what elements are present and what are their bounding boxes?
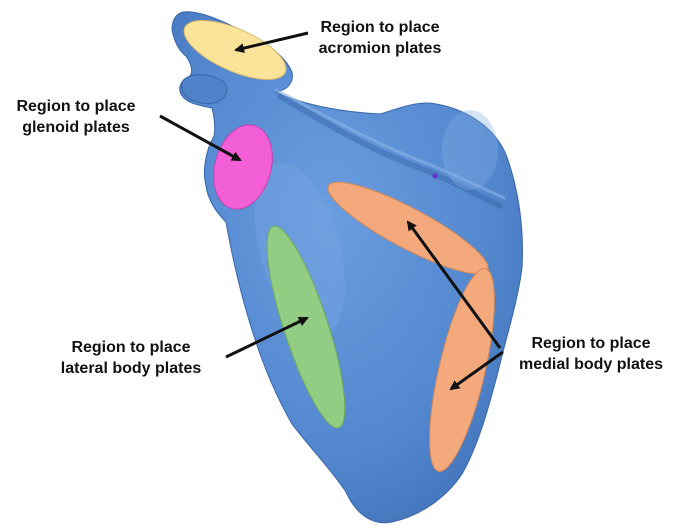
- acromion-label-line1: Region to place: [300, 17, 460, 38]
- medial-label-line1: Region to place: [507, 333, 673, 354]
- landmark-dot: [433, 174, 438, 179]
- lateral-label-line1: Region to place: [42, 337, 220, 358]
- glenoid-label: Region to place glenoid plates: [2, 96, 150, 138]
- medial-label-line2: medial body plates: [507, 354, 673, 375]
- acromion-label-line2: acromion plates: [300, 38, 460, 59]
- medial-body-label: Region to place medial body plates: [507, 333, 673, 375]
- glenoid-label-line1: Region to place: [2, 96, 150, 117]
- glenoid-label-line2: glenoid plates: [2, 117, 150, 138]
- acromion-label: Region to place acromion plates: [300, 17, 460, 59]
- lateral-body-label: Region to place lateral body plates: [42, 337, 220, 379]
- lateral-label-line2: lateral body plates: [42, 358, 220, 379]
- surface-highlight-2: [442, 110, 498, 190]
